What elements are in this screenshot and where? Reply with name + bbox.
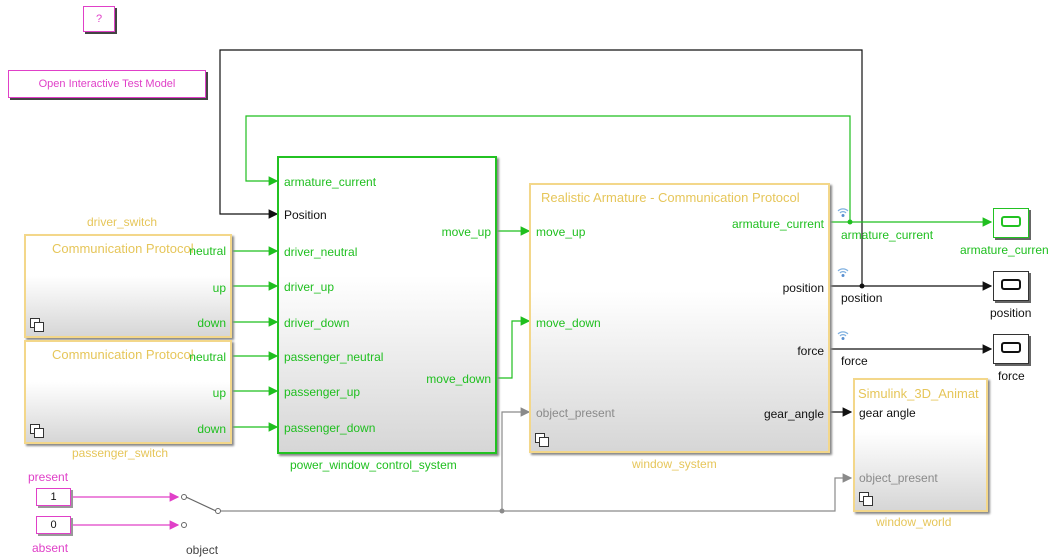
signal-logging-icon[interactable]	[836, 265, 850, 279]
driver-switch-port-neutral: neutral	[189, 244, 226, 258]
ws-out-position: position	[782, 281, 824, 295]
passenger-switch-port-neutral: neutral	[189, 350, 226, 364]
window-world-name: window_world	[876, 515, 952, 529]
ctrl-in-passenger-neutral: passenger_neutral	[284, 350, 384, 364]
subsystem-icon	[535, 433, 549, 447]
signal-logging-icon[interactable]	[836, 328, 850, 342]
ctrl-in-passenger-down: passenger_down	[284, 421, 376, 435]
driver-switch-title: driver_switch	[87, 215, 158, 229]
ctrl-out-move-up: move_up	[441, 225, 491, 239]
power-window-control-block[interactable]: armature_current Position driver_neutral…	[277, 156, 497, 454]
signal-label-force: force	[841, 354, 868, 368]
ws-out-armature-current: armature_current	[731, 217, 824, 231]
window-system-block[interactable]: Realistic Armature - Communication Proto…	[529, 183, 830, 453]
driver-switch-inner-label: Communication Protocol	[52, 241, 194, 256]
subsystem-icon	[30, 424, 44, 438]
ws-in-object-present: object_present	[536, 406, 615, 420]
ctrl-out-move-down: move_down	[426, 372, 491, 386]
signal-label-armature-current: armature_current	[841, 228, 934, 242]
passenger-switch-port-down: down	[197, 422, 226, 436]
window-system-title: Realistic Armature - Communication Proto…	[541, 190, 800, 205]
subsystem-icon	[859, 492, 873, 506]
ctrl-in-driver-down: driver_down	[284, 316, 350, 330]
ws-out-force: force	[797, 344, 824, 358]
driver-switch-block[interactable]: Communication Protocol neutral up down	[24, 234, 232, 338]
driver-switch-port-down: down	[197, 316, 226, 330]
absent-label: absent	[32, 541, 69, 555]
window-world-block[interactable]: Simulink_3D_Animat gear angle object_pre…	[853, 378, 988, 512]
present-label: present	[28, 470, 69, 484]
window-world-title: Simulink_3D_Animat	[858, 386, 979, 401]
signal-label-position: position	[841, 291, 883, 305]
help-button[interactable]: ?	[83, 6, 115, 32]
present-constant[interactable]: 1	[36, 488, 71, 506]
force-scope[interactable]	[993, 334, 1029, 364]
force-scope-label: force	[998, 369, 1025, 383]
ctrl-in-passenger-up: passenger_up	[284, 385, 361, 399]
ws-out-gear-angle: gear_angle	[763, 407, 824, 421]
open-interactive-test-model-button[interactable]: Open Interactive Test Model	[8, 70, 206, 98]
position-scope-label: position	[990, 306, 1032, 320]
power-window-control-name: power_window_control_system	[290, 458, 457, 472]
driver-switch-port-up: up	[212, 281, 226, 295]
armature-current-scope-label: armature_curren	[960, 243, 1049, 257]
ws-in-move-down: move_down	[536, 316, 601, 330]
passenger-switch-inner-label: Communication Protocol	[52, 347, 194, 362]
passenger-switch-title: passenger_switch	[72, 446, 169, 460]
ctrl-in-position: Position	[284, 208, 327, 222]
ctrl-in-driver-up: driver_up	[284, 280, 335, 294]
passenger-switch-block[interactable]: Communication Protocol neutral up down	[24, 340, 232, 444]
ctrl-in-armature-current: armature_current	[284, 175, 377, 189]
position-scope[interactable]	[993, 271, 1029, 301]
ws-in-move-up: move_up	[536, 225, 586, 239]
ww-in-gear-angle: gear angle	[859, 406, 916, 420]
ctrl-in-driver-neutral: driver_neutral	[284, 245, 358, 259]
ww-in-object-present: object_present	[859, 471, 938, 485]
absent-constant[interactable]: 0	[36, 516, 71, 534]
object-switch-label: object	[186, 543, 219, 557]
subsystem-icon	[30, 318, 44, 332]
passenger-switch-port-up: up	[212, 386, 226, 400]
window-system-name: window_system	[632, 457, 717, 471]
armature-current-scope[interactable]	[993, 208, 1029, 238]
signal-logging-icon[interactable]	[836, 205, 850, 219]
